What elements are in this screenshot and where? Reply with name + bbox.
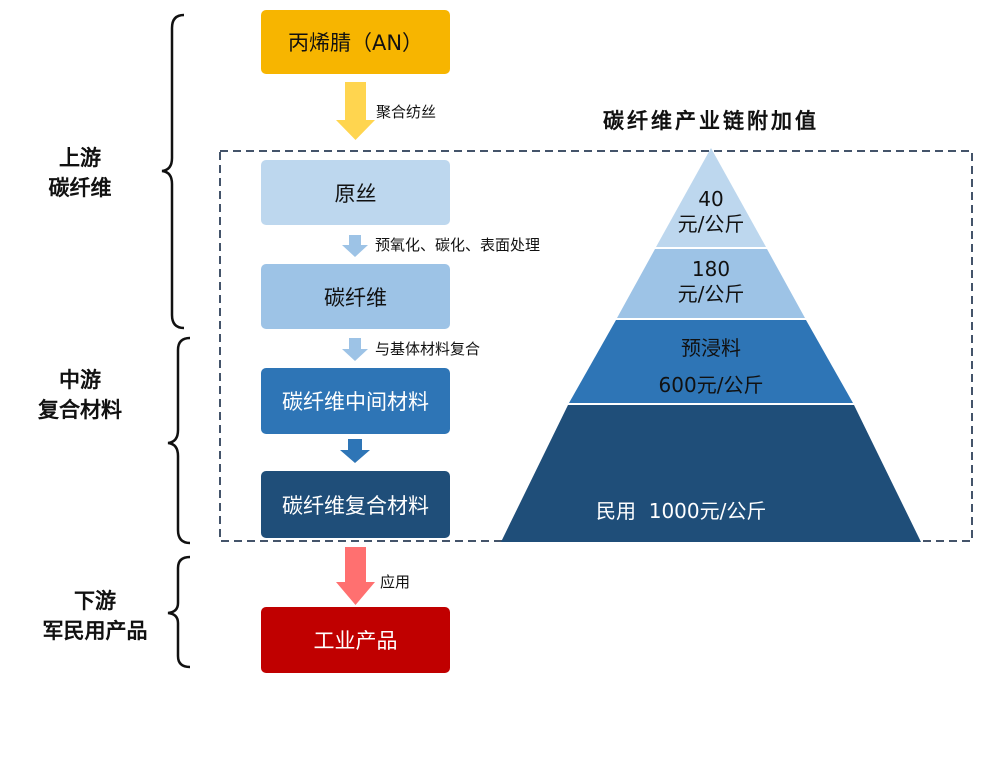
- red-down-arrow: [336, 547, 375, 605]
- diagram-graphics: [161, 13, 973, 669]
- midstream-brace: [167, 336, 191, 545]
- pyramid-tier-4-label: 民用 1000元/公斤 汽车 3000元/公斤 军工 8000元/公斤: [596, 421, 826, 781]
- pyramid-tier-3: [569, 320, 853, 403]
- tier-4-civil: 民用 1000元/公斤: [596, 499, 767, 523]
- tier-3-value: 600元/公斤: [658, 373, 764, 397]
- pyramid-tier-4: [501, 405, 921, 542]
- light-blue-down-arrow-1: [342, 235, 368, 257]
- midstream-subtitle: 复合材料: [38, 398, 122, 422]
- tier-2-unit: 元/公斤: [677, 282, 745, 306]
- yellow-down-arrow: [336, 82, 375, 140]
- tier-2-value: 180: [691, 257, 731, 281]
- diagram-root: { "stages": { "upstream": {"line1": "上游"…: [20, 10, 973, 673]
- carbon-fiber-box: 碳纤维: [261, 264, 450, 329]
- downstream-subtitle: 军民用产品: [42, 619, 148, 643]
- upstream-subtitle: 碳纤维: [48, 176, 112, 200]
- step-oxidation-carbonization: 预氧化、碳化、表面处理: [375, 236, 541, 254]
- industrial-products-box: 工业产品: [261, 607, 450, 673]
- tier-1-unit: 元/公斤: [677, 212, 745, 236]
- composite-material-box: 碳纤维复合材料: [261, 471, 450, 538]
- midstream-title: 中游: [59, 368, 101, 392]
- tier-4-automotive: 汽车 3000元/公斤: [596, 607, 767, 631]
- pyramid-tier-2-label: 180 元/公斤: [661, 257, 761, 307]
- step-application: 应用: [380, 573, 411, 591]
- acrylonitrile-box: 丙烯腈（AN）: [261, 10, 450, 74]
- intermediate-material-box: 碳纤维中间材料: [261, 368, 450, 434]
- downstream-title: 下游: [74, 589, 116, 613]
- tier-3-name: 预浸料: [681, 336, 741, 360]
- upstream-brace: [161, 13, 185, 330]
- blue-down-arrow: [340, 439, 370, 463]
- raw-fiber-box: 原丝: [261, 160, 450, 225]
- light-blue-down-arrow-2: [342, 338, 368, 361]
- pyramid-tier-2: [617, 249, 805, 318]
- midstream-label: 中游 复合材料: [20, 365, 140, 425]
- pyramid-tier-1-label: 40 元/公斤: [661, 187, 761, 237]
- pyramid-title: 碳纤维产业链附加值: [603, 109, 819, 133]
- step-polymerization-spinning: 聚合纺丝: [376, 103, 437, 121]
- tier-1-value: 40: [698, 187, 724, 211]
- pyramid-tier-3-label: 预浸料 600元/公斤: [621, 330, 801, 404]
- upstream-label: 上游 碳纤维: [20, 143, 140, 203]
- downstream-label: 下游 军民用产品: [35, 586, 155, 646]
- upstream-title: 上游: [59, 146, 101, 170]
- pyramid-tier-1: [656, 148, 766, 247]
- downstream-brace: [167, 555, 191, 669]
- step-matrix-compositing: 与基体材料复合: [375, 340, 481, 358]
- tier-4-military: 军工 8000元/公斤: [596, 715, 767, 739]
